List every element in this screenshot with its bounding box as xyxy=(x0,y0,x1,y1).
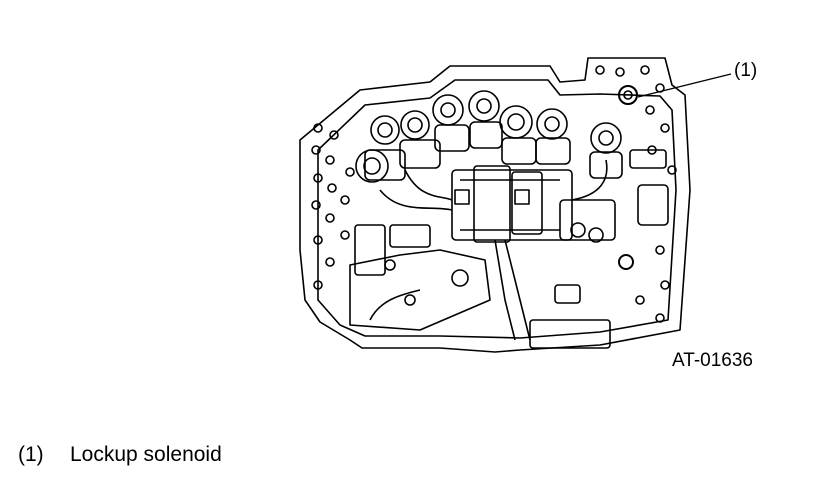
harness-connector xyxy=(451,165,573,243)
plate-holes-left xyxy=(311,123,355,290)
lower-bracket xyxy=(349,249,491,331)
callout-leader xyxy=(637,73,732,98)
valve-cavity xyxy=(637,184,669,226)
legend-item-label: Lockup solenoid xyxy=(70,443,222,466)
lockup-solenoid xyxy=(618,85,638,105)
callout-label-1: (1) xyxy=(734,60,758,81)
control-valve-illustration xyxy=(299,57,732,353)
figure-id: AT-01636 xyxy=(672,350,753,371)
wire-harness xyxy=(379,159,608,341)
solenoid-row xyxy=(355,90,623,183)
valve-body-outline xyxy=(299,57,691,353)
legend: (1) Lockup solenoid xyxy=(18,443,222,467)
legend-item-number: (1) xyxy=(18,443,44,466)
plate-holes-right xyxy=(595,65,677,323)
